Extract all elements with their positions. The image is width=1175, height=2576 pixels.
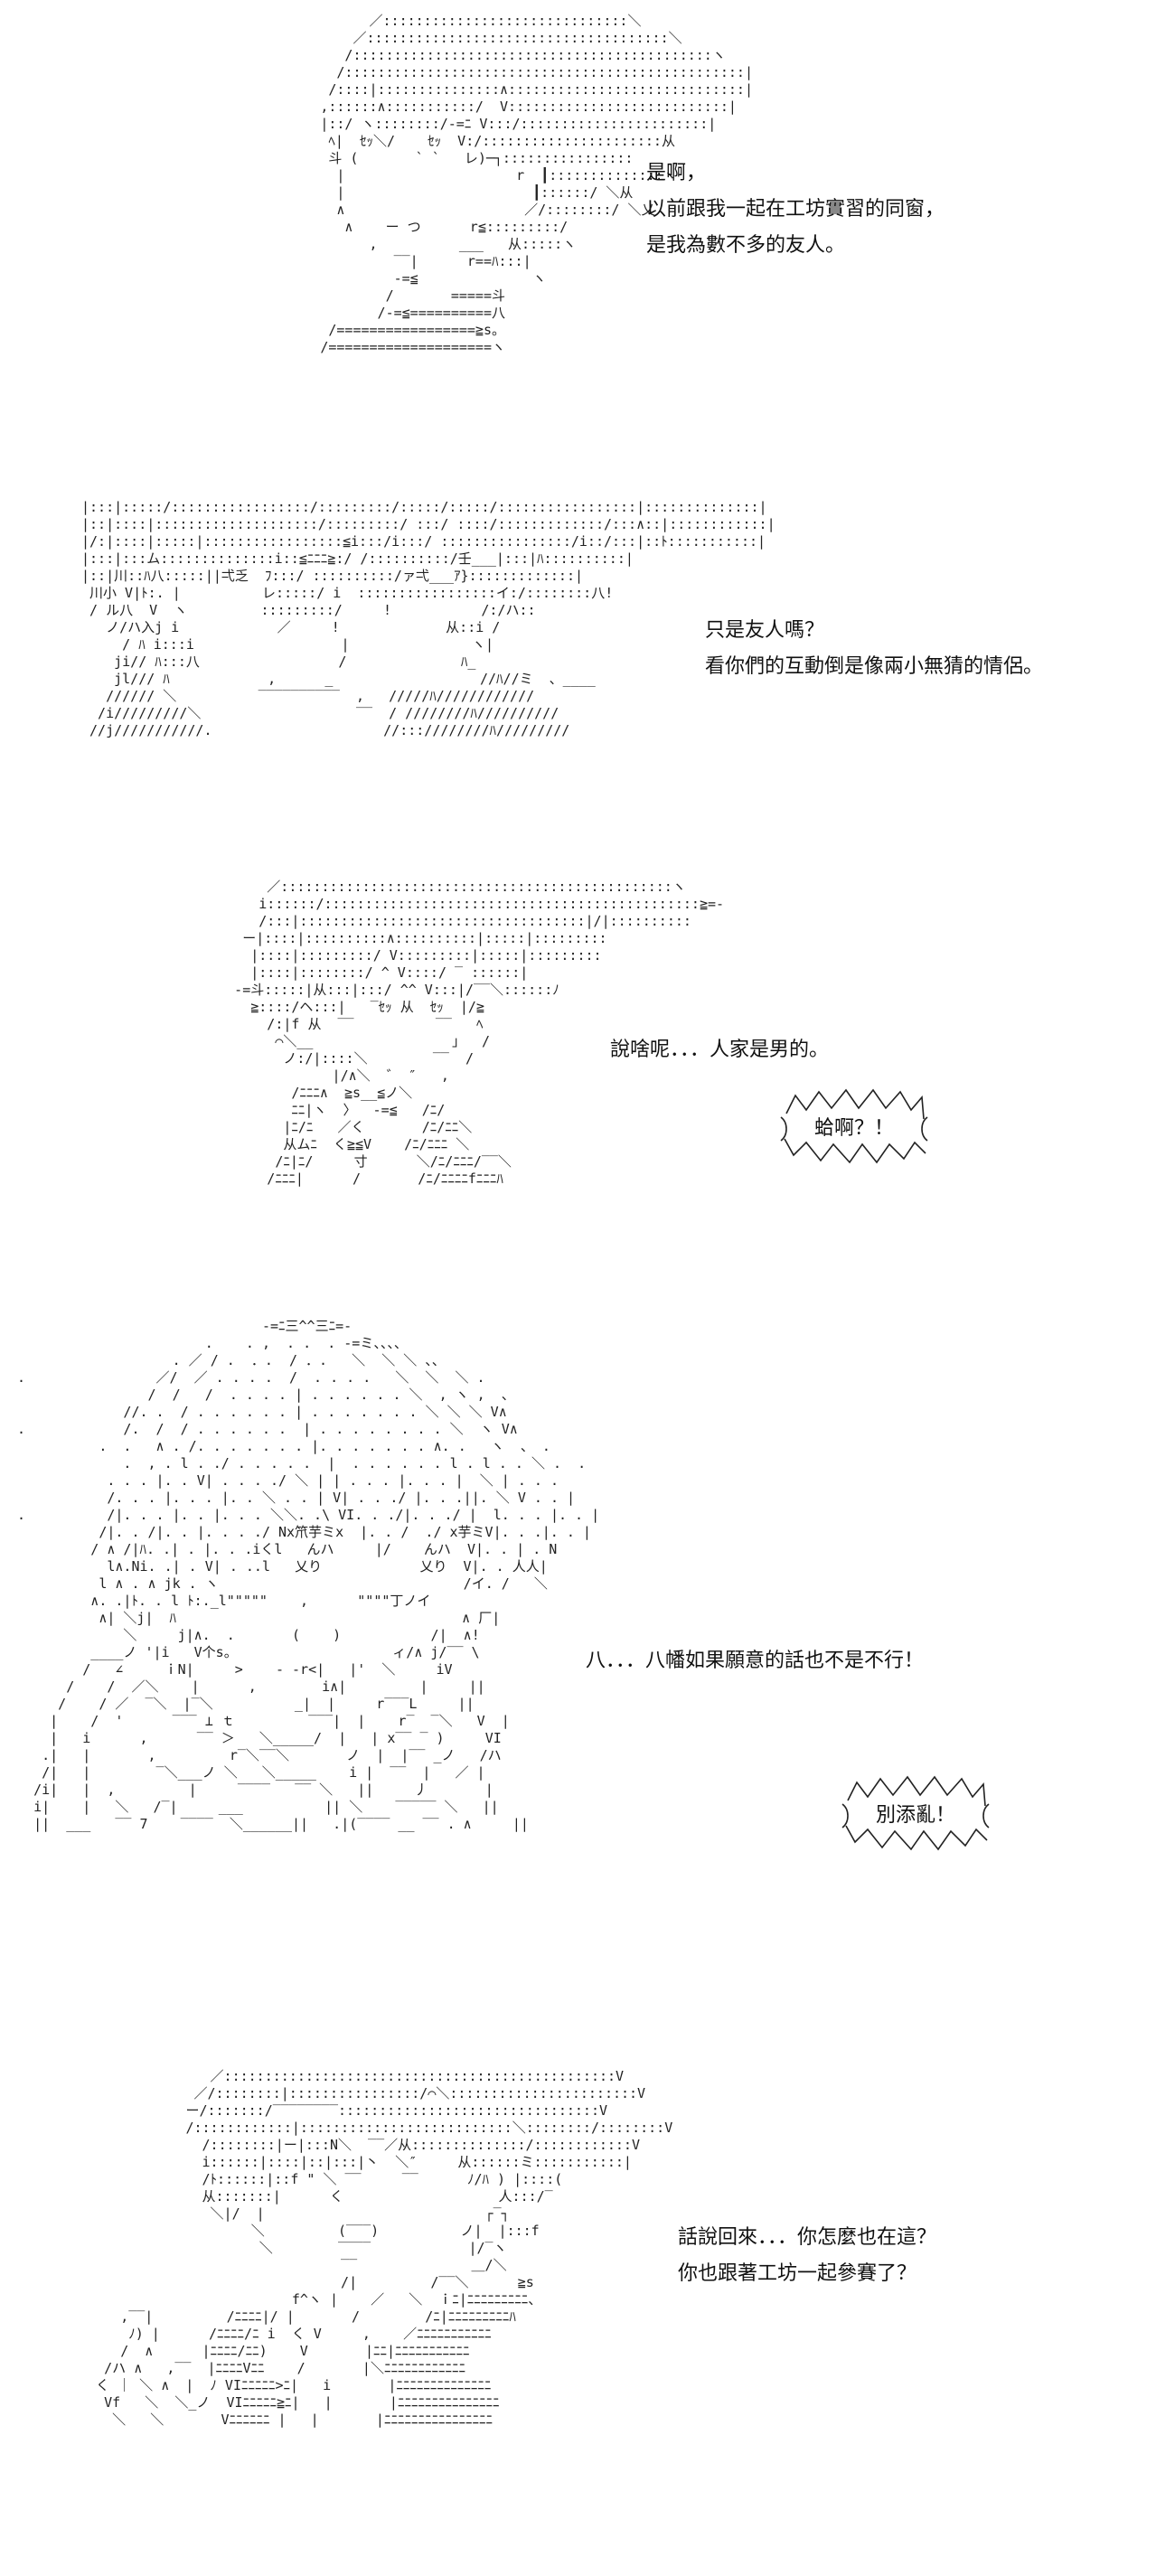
panel-2: |:::|:::::/:::::::::::::::::/:::::::::/:…	[0, 488, 1175, 850]
dialog-line: 是我為數不多的友人。	[646, 234, 846, 257]
spiky-bubble-icon	[841, 1775, 990, 1851]
dialog-box-5: 話說回來．．．你怎麼也在這？ 你也跟著工坊一起參賽了？	[678, 2220, 936, 2292]
dialog-line: 話說回來．．．你怎麼也在這？	[678, 2226, 937, 2249]
dialog-line: 是啊，	[646, 162, 707, 184]
dialog-box-3: 說啥呢．．．人家是男的。	[610, 1032, 829, 1068]
panel-1: ／::::::::::::::::::::::::::::::＼ ／::::::…	[0, 0, 1175, 470]
panel-5: ／:::::::::::::::::::::::::::::::::::::::…	[0, 2061, 1175, 2576]
shout-bubble-2: 別添亂！	[830, 1770, 1001, 1857]
dialog-line: 八．．．八幡如果願意的話也不是不行！	[586, 1650, 925, 1672]
dialog-line: 以前跟我一起在工坊實習的同窗，	[646, 198, 945, 221]
shout-text: 蛤啊？！	[813, 1117, 894, 1140]
panel-3: ／:::::::::::::::::::::::::::::::::::::::…	[0, 868, 1175, 1283]
dialog-line: 說啥呢．．．人家是男的。	[610, 1039, 830, 1061]
panel-4: -=ﾆ三^^三ﾆ=- . . , . . . -=ミ、、、、 . ／ / . ．…	[0, 1302, 1175, 2061]
ascii-art-character-2: |:::|:::::/:::::::::::::::::/:::::::::/:…	[81, 499, 776, 738]
dialog-line: 只是友人嗎？	[705, 619, 825, 642]
ascii-art-character-1: ／::::::::::::::::::::::::::::::＼ ／::::::…	[320, 13, 753, 355]
dialog-box-2-text: 只是友人嗎？ 看你們的互動倒是像兩小無猜的情侶。	[705, 613, 1043, 685]
spiky-bubble-icon	[780, 1088, 928, 1164]
dialog-box-1: 是啊， 以前跟我一起在工坊實習的同窗， 是我為數不多的友人。	[646, 155, 945, 264]
ascii-art-character-4: -=ﾆ三^^三ﾆ=- . . , . . . -=ミ、、、、 . ／ / . ．…	[17, 1318, 600, 1832]
dialog-box-4: 八．．．八幡如果願意的話也不是不行！	[586, 1643, 924, 1679]
dialog-line: 你也跟著工坊一起參賽了？	[678, 2262, 917, 2285]
ascii-art-character-5: ／:::::::::::::::::::::::::::::::::::::::…	[96, 2068, 673, 2428]
shout-text: 別添亂！	[875, 1804, 955, 1827]
ascii-art-character-3: ／:::::::::::::::::::::::::::::::::::::::…	[234, 879, 725, 1187]
dialog-line: 看你們的互動倒是像兩小無猜的情侶。	[705, 655, 1044, 678]
shout-bubble-1: 蛤啊？！	[768, 1083, 940, 1170]
